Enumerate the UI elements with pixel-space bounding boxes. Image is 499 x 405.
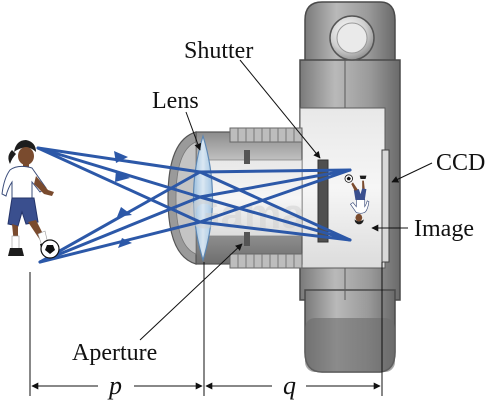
ray-top-2b bbox=[198, 195, 352, 242]
light-rays bbox=[36, 146, 352, 264]
shutter-label: Shutter bbox=[184, 38, 253, 64]
ray-bottom-3b bbox=[198, 168, 352, 224]
inverted-image bbox=[344, 174, 370, 225]
ccd-label: CCD bbox=[436, 150, 485, 176]
ccd-sensor bbox=[381, 149, 390, 263]
ray-bottom-1 bbox=[38, 170, 202, 264]
camera-knob bbox=[329, 15, 375, 61]
ray-bottom-3 bbox=[38, 220, 202, 264]
dimension-lines bbox=[29, 262, 383, 396]
image-label: Image bbox=[414, 216, 474, 242]
leader-lines bbox=[139, 59, 433, 341]
ray-arrowheads bbox=[114, 151, 132, 248]
ray-bottom-1b bbox=[198, 168, 352, 174]
soccer-player-object bbox=[1, 140, 60, 259]
ray-top-3 bbox=[36, 146, 202, 224]
ray-top-1b bbox=[198, 170, 352, 242]
aperture-label: Aperture bbox=[72, 340, 157, 366]
shutter bbox=[317, 159, 329, 243]
ray-bottom-2b bbox=[198, 168, 352, 199]
aperture-stops bbox=[244, 150, 250, 246]
lens-label: Lens bbox=[152, 88, 199, 114]
ray-bottom-2 bbox=[38, 195, 202, 264]
ray-top-3b bbox=[198, 220, 352, 242]
p-distance-label: p bbox=[107, 371, 122, 400]
q-distance-label: q bbox=[283, 371, 296, 400]
